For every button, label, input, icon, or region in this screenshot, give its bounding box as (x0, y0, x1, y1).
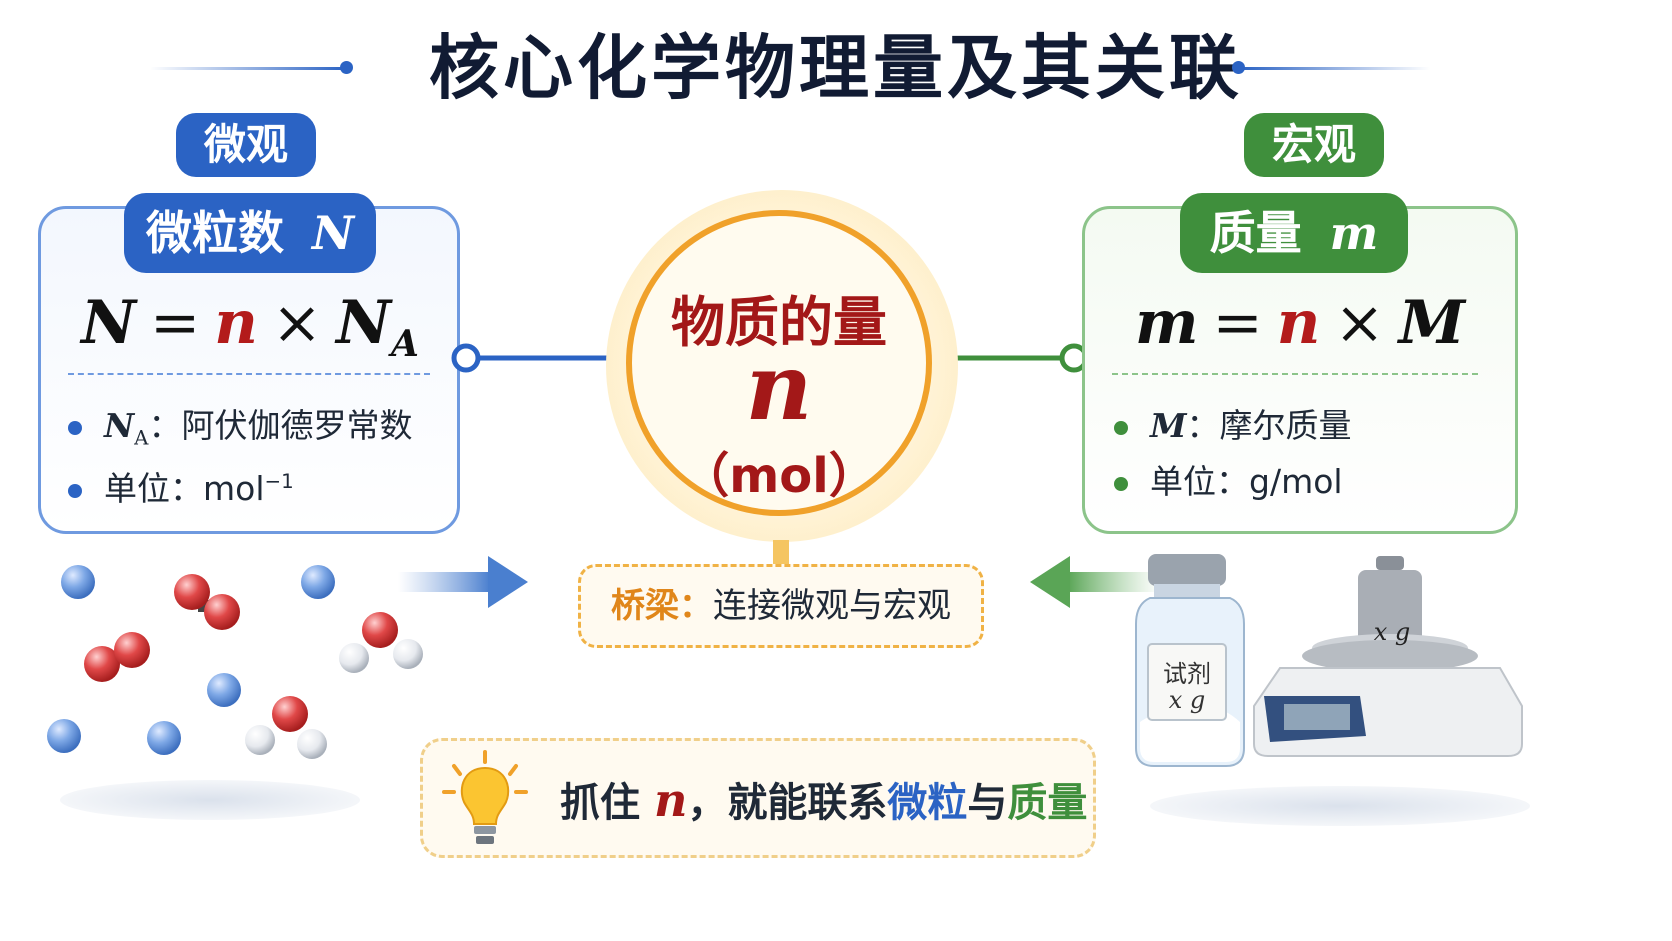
bridge-box: 桥梁：连接微观与宏观 (578, 564, 984, 648)
micro-unit-label: 单位： (104, 469, 203, 508)
tip-box (420, 738, 1096, 858)
micro-panel-header: 微粒数 N (124, 193, 376, 273)
macro-bullet-text: ：摩尔质量 (1186, 406, 1352, 445)
center-symbol: n (745, 333, 813, 441)
title-line-right (1240, 67, 1430, 70)
tip-pre: 抓住 (560, 780, 640, 826)
tip-conn: 与 (967, 780, 1008, 826)
micro-bullet-text: ：阿伏伽德罗常数 (148, 406, 413, 445)
micro-unit-sup: −1 (264, 470, 294, 493)
micro-formula: N=n×NA (60, 288, 440, 365)
micro-bullet-1: NA：阿伏伽德罗常数 (68, 404, 413, 450)
macro-panel-title: 质量 (1209, 206, 1302, 260)
macro-formula-eq: = (1212, 288, 1263, 358)
balance-scale-icon (1253, 556, 1523, 757)
lightbulb-icon (442, 750, 528, 844)
center-stem (773, 540, 789, 566)
macro-formula-const: M (1398, 288, 1466, 358)
lab-shadow (1150, 786, 1530, 826)
weight-label: x g (1373, 618, 1411, 646)
arrow-left-icon (1030, 556, 1160, 608)
page-title: 核心化学物理量及其关联 (429, 27, 1243, 109)
molecule-shadow (60, 780, 360, 820)
tip-mid: ，就能联系 (687, 780, 888, 826)
macro-bullet-dot-2 (1114, 476, 1128, 491)
micro-formula-const: N (336, 288, 391, 358)
molecule-icon (47, 565, 423, 759)
bridge-text: 连接微观与宏观 (713, 586, 951, 626)
macro-bullet-1: M：摩尔质量 (1114, 404, 1352, 448)
macro-panel-var: m (1329, 206, 1379, 260)
macro-formula-lhs: m (1134, 288, 1199, 358)
macro-bullet-2: 单位：g/mol (1114, 460, 1343, 504)
micro-bullet-sub: A (134, 426, 149, 450)
tip-text: 抓住 n，就能联系微粒与质量 (560, 770, 1087, 833)
micro-divider (68, 373, 430, 375)
micro-bullet-dot-1 (68, 420, 82, 435)
center-circle (626, 210, 932, 516)
tip-word-macro: 质量 (1007, 780, 1088, 826)
micro-formula-times: × (271, 288, 323, 358)
arrow-right-icon (398, 556, 528, 608)
macro-bullet-dot-1 (1114, 420, 1128, 435)
macro-category-pill: 宏观 (1244, 113, 1384, 177)
micro-panel-title: 微粒数 (145, 206, 284, 260)
macro-formula-n: n (1276, 288, 1321, 358)
title-line-left (150, 67, 346, 70)
reagent-amount: x g (1168, 686, 1206, 714)
title-dot-right (1232, 61, 1245, 74)
macro-formula: m=n×M (1110, 288, 1490, 358)
title-dot-left (340, 61, 353, 74)
center-unit: （mol） (681, 448, 877, 504)
micro-category-pill: 微观 (176, 113, 316, 177)
center-title: 物质的量 (671, 291, 887, 354)
micro-bullet-2: 单位：mol−1 (68, 460, 294, 508)
macro-unit-value: g/mol (1249, 462, 1343, 501)
micro-formula-lhs: N (81, 288, 136, 358)
micro-bullet-dot-2 (68, 483, 82, 498)
micro-unit-value: mol (203, 469, 265, 508)
macro-panel-header: 质量 m (1180, 193, 1408, 273)
macro-unit-label: 单位： (1150, 462, 1249, 501)
micro-formula-n: n (214, 288, 258, 358)
reagent-label: 试剂 (1163, 660, 1211, 688)
micro-bullet-sym: N (104, 406, 135, 445)
micro-formula-eq: = (149, 288, 201, 358)
micro-panel-var: N (311, 206, 355, 260)
bridge-label: 桥梁： (611, 586, 713, 626)
macro-formula-times: × (1334, 288, 1385, 358)
tip-symbol: n (653, 773, 688, 827)
macro-divider (1112, 373, 1478, 375)
reagent-bottle-icon (1135, 554, 1245, 767)
tip-word-micro: 微粒 (887, 780, 968, 826)
micro-formula-const-sub: A (390, 323, 419, 365)
macro-bullet-sym: M (1150, 406, 1187, 445)
